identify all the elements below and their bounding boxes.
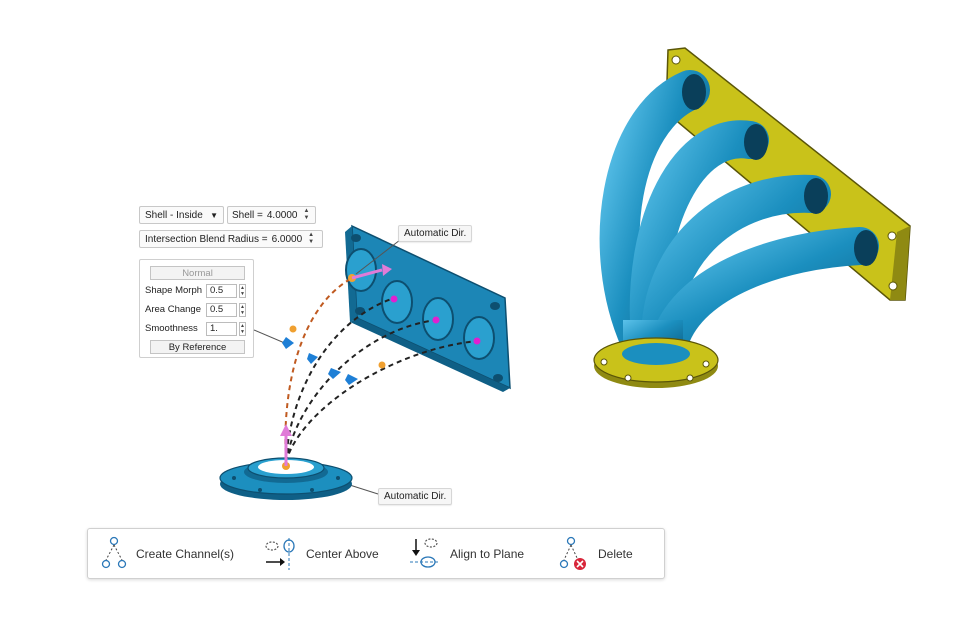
shape-morph-label: Shape Morph bbox=[145, 285, 203, 296]
blend-radius-label: Intersection Blend Radius = bbox=[145, 233, 268, 245]
shell-thickness-label: Shell = bbox=[232, 209, 263, 221]
channel-toolbar: Create Channel(s) Center Above Align to … bbox=[87, 528, 665, 579]
shell-thickness-value: 4.0000 bbox=[266, 209, 298, 221]
delete-label: Delete bbox=[598, 547, 633, 561]
area-change-input[interactable]: 0.5 bbox=[206, 303, 237, 317]
automatic-direction-callout-top: Automatic Dir. bbox=[398, 225, 473, 242]
align-to-plane-icon bbox=[410, 538, 440, 568]
smoothness-stepper[interactable]: ▲▼ bbox=[239, 322, 246, 336]
shell-thickness-stepper[interactable]: ▲▼ bbox=[303, 208, 310, 221]
blend-radius-value: 6.0000 bbox=[271, 233, 303, 245]
blend-radius-field[interactable]: Intersection Blend Radius = 6.0000 ▲▼ bbox=[139, 230, 323, 248]
shape-morph-stepper[interactable]: ▲▼ bbox=[239, 284, 246, 298]
shell-mode-dropdown[interactable]: Shell - Inside ▼ bbox=[139, 206, 224, 224]
delete-icon bbox=[559, 536, 586, 570]
area-change-stepper[interactable]: ▲▼ bbox=[239, 303, 246, 317]
area-change-label: Area Change bbox=[145, 304, 201, 315]
inlet-flange[interactable] bbox=[219, 457, 353, 500]
outlet-flange-plate[interactable] bbox=[345, 224, 511, 392]
shell-thickness-field[interactable]: Shell = 4.0000 ▲▼ bbox=[227, 206, 316, 224]
smoothness-label: Smoothness bbox=[145, 323, 198, 334]
center-above-button[interactable]: Center Above bbox=[262, 529, 379, 579]
align-to-plane-button[interactable]: Align to Plane bbox=[408, 529, 524, 579]
shell-mode-value: Shell - Inside bbox=[145, 209, 203, 221]
by-reference-button[interactable]: By Reference bbox=[150, 340, 245, 354]
channel-properties-panel: Normal Shape Morph 0.5 ▲▼ Area Change 0.… bbox=[139, 259, 254, 358]
center-above-label: Center Above bbox=[306, 547, 379, 561]
automatic-direction-callout-bottom: Automatic Dir. bbox=[378, 488, 453, 505]
create-channels-icon bbox=[101, 536, 127, 569]
chevron-down-icon: ▼ bbox=[210, 210, 218, 220]
create-channels-label: Create Channel(s) bbox=[136, 547, 235, 561]
center-above-icon bbox=[265, 538, 295, 570]
shape-morph-input[interactable]: 0.5 bbox=[206, 284, 237, 298]
create-channels-button[interactable]: Create Channel(s) bbox=[100, 529, 234, 579]
normal-button[interactable]: Normal bbox=[150, 266, 245, 280]
delete-button[interactable]: Delete bbox=[558, 529, 633, 579]
blend-radius-stepper[interactable]: ▲▼ bbox=[308, 232, 315, 245]
align-to-plane-label: Align to Plane bbox=[450, 547, 525, 561]
smoothness-input[interactable]: 1. bbox=[206, 322, 237, 336]
